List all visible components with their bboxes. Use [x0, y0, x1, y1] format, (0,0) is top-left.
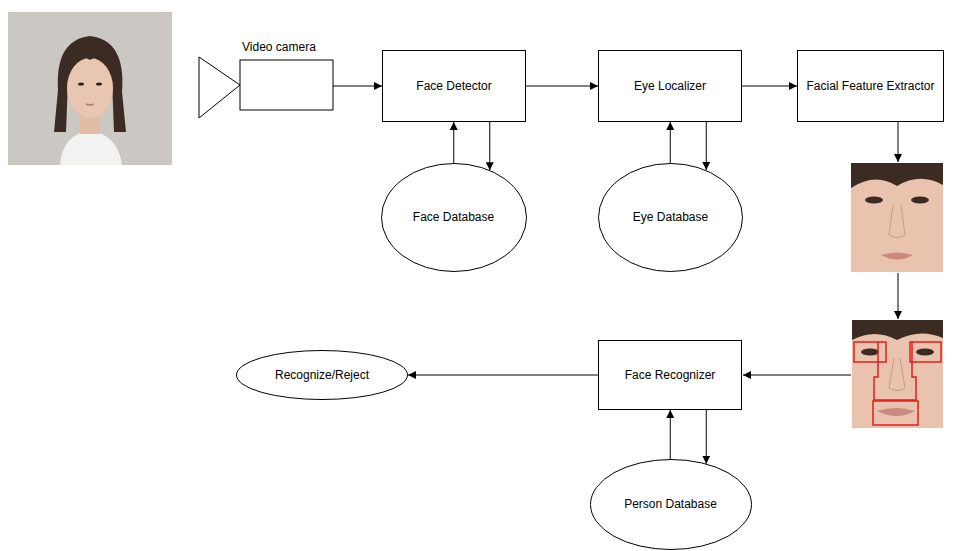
lips	[881, 253, 913, 260]
photo-background	[8, 12, 172, 165]
eye	[96, 82, 102, 85]
feature-box	[873, 401, 918, 425]
flow-arrow	[489, 122, 490, 170]
feature-box	[910, 342, 941, 362]
annotated-face-photo	[852, 320, 943, 428]
eye	[78, 82, 84, 85]
node-label: Facial Feature Extractor	[798, 79, 942, 94]
nose	[889, 358, 905, 391]
flow-arrow	[670, 410, 671, 459]
database-ellipse: Recognize/Reject	[236, 350, 408, 400]
node-label: Recognize/Reject	[267, 368, 377, 383]
lips	[877, 408, 915, 416]
skin	[851, 163, 943, 272]
flow-arrow	[898, 273, 899, 319]
camera-symbol: Video camera	[198, 38, 334, 118]
database-ellipse: Person Database	[590, 459, 752, 550]
process-box: Facial Feature Extractor	[797, 50, 944, 122]
node-label: Person Database	[616, 497, 725, 512]
ellipse-outline	[590, 460, 751, 550]
shirt	[60, 130, 122, 165]
node-label: Face Database	[405, 210, 502, 225]
node-label: Face Detector	[408, 79, 499, 94]
cropped-face-photo	[851, 163, 943, 272]
nose	[889, 205, 905, 238]
flow-arrow	[898, 122, 899, 162]
flow-arrow	[526, 86, 598, 87]
feature-box	[854, 342, 886, 362]
hair	[851, 163, 943, 188]
node-label: Video camera	[242, 40, 334, 55]
face	[67, 58, 113, 118]
hair	[852, 320, 943, 340]
eye	[911, 197, 929, 204]
mouth	[86, 104, 94, 105]
ellipse-outline	[237, 351, 408, 400]
eye	[865, 197, 883, 204]
flow-arrow	[706, 122, 707, 170]
camera-body	[240, 60, 333, 110]
flow-arrow	[408, 375, 598, 376]
flow-arrow	[743, 375, 851, 376]
feature-box	[874, 342, 916, 400]
process-box: Face Detector	[382, 50, 526, 122]
process-box: Face Recognizer	[598, 340, 742, 410]
node-label: Eye Localizer	[626, 79, 714, 94]
camera-lens	[199, 57, 240, 118]
portrait-photo	[8, 12, 172, 165]
node-label: Eye Database	[625, 210, 716, 225]
flow-arrow	[742, 86, 797, 87]
node-label: Face Recognizer	[617, 368, 724, 383]
flow-arrow	[706, 410, 707, 464]
ellipse-outline	[381, 164, 526, 272]
fringe	[66, 49, 114, 70]
process-box: Eye Localizer	[598, 50, 742, 122]
hair	[54, 36, 126, 132]
flow-arrow	[333, 86, 382, 87]
ellipse-outline	[599, 164, 743, 272]
flow-arrow	[453, 122, 454, 163]
flow-arrow	[670, 122, 671, 163]
database-ellipse: Eye Database	[598, 163, 743, 272]
database-ellipse: Face Database	[381, 163, 527, 272]
eye	[916, 349, 934, 356]
eye	[861, 349, 879, 356]
skin	[852, 320, 943, 428]
